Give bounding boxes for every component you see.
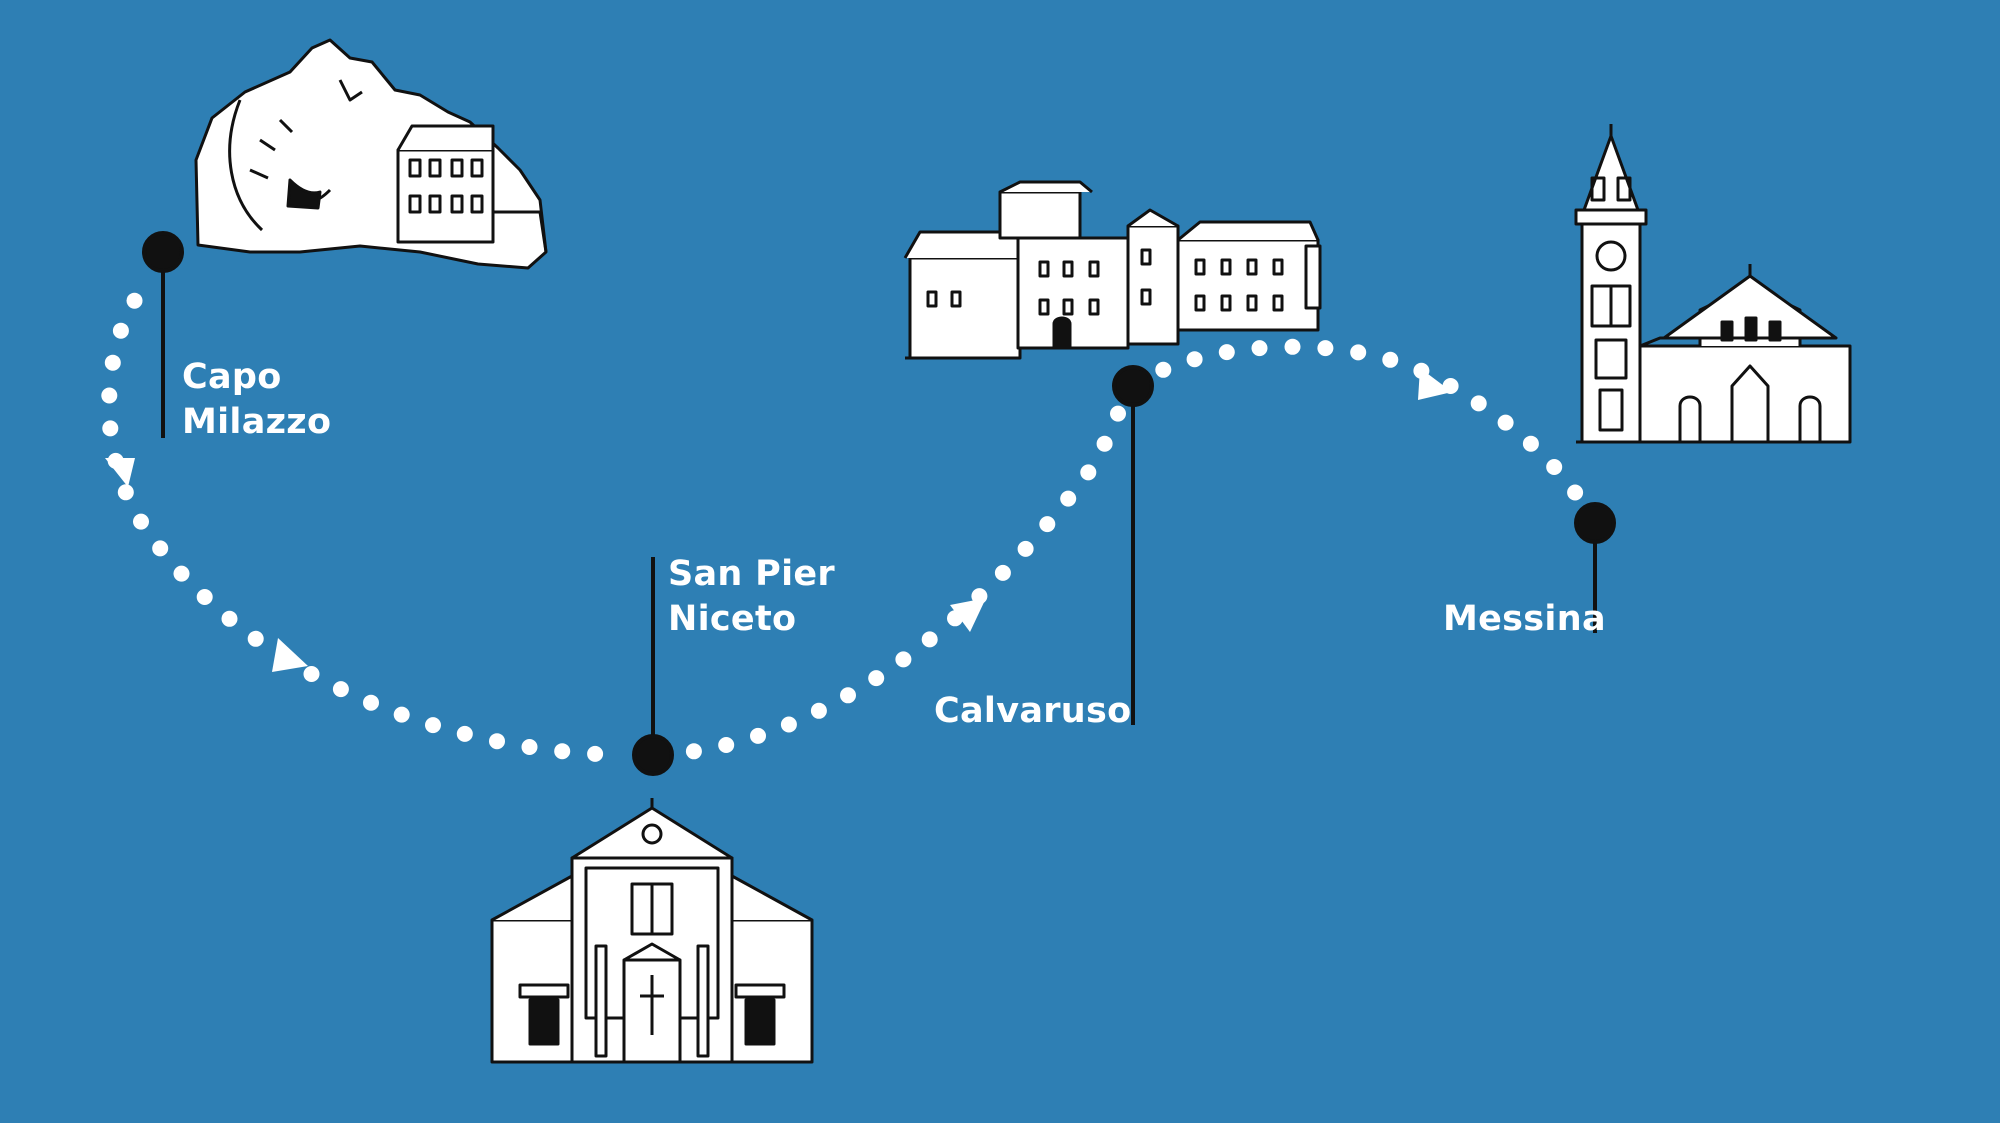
pin-dot-sanpier [632, 734, 674, 776]
stop-label-messina: Messina [1443, 597, 1606, 642]
route-dot [810, 702, 827, 719]
route-dot [1382, 351, 1399, 368]
route-dot [126, 292, 143, 309]
route-dot [1317, 340, 1334, 357]
route-dot [1470, 395, 1487, 412]
stop-label-line: Calvaruso [934, 691, 1132, 731]
route-dot [1251, 340, 1268, 357]
route-dot [332, 681, 349, 698]
route-dot [1497, 414, 1514, 431]
route-dot [587, 745, 604, 762]
route-dot [554, 743, 571, 760]
route-dot [1080, 464, 1097, 481]
route-dot [1155, 361, 1172, 378]
route-dot [117, 484, 134, 501]
route-dot [1017, 540, 1034, 557]
pin-dot-capo [142, 231, 184, 273]
route-dot [1110, 405, 1126, 422]
route-dot [112, 322, 129, 339]
route-dot [718, 737, 735, 753]
arrow-up-icon [105, 458, 135, 487]
route-dot [521, 739, 538, 755]
route-dot [221, 610, 238, 627]
stop-label-line: San Pier [668, 554, 835, 594]
route-dot [133, 513, 149, 530]
fortress-building-icon [903, 180, 1322, 360]
route-dot [1546, 459, 1563, 475]
route-dot [425, 717, 441, 734]
route-dot [489, 733, 505, 750]
arrow-up-right-icon [950, 598, 986, 632]
castle-rock-icon [194, 38, 548, 270]
stop-label-san-pier-niceto: San Pier Niceto [668, 552, 835, 642]
stop-label-capo-milazzo: Capo Milazzo [182, 355, 331, 445]
route-dot [1096, 435, 1113, 452]
route-dot [921, 631, 938, 648]
cathedral-bell-tower-icon [1574, 124, 1852, 444]
route-dot [1186, 351, 1203, 368]
route-dot [104, 354, 121, 371]
arrow-right-icon [1418, 368, 1452, 400]
route-dot [1522, 435, 1539, 452]
church-facade-icon [490, 798, 814, 1064]
route-dot [303, 666, 320, 682]
route-dot [456, 725, 473, 742]
stop-label-calvaruso: Calvaruso [934, 689, 1132, 734]
route-dot [393, 706, 410, 723]
stop-label-line: Messina [1443, 599, 1606, 639]
route-dot [840, 687, 856, 704]
stop-label-line: Niceto [668, 599, 797, 639]
route-dot [1060, 490, 1077, 507]
pin-dot-calvaruso [1112, 365, 1154, 407]
route-dot [868, 670, 885, 687]
route-dot [1567, 484, 1584, 501]
route-dot [102, 420, 119, 437]
arrow-right-icon [272, 638, 308, 672]
route-dot [780, 716, 797, 733]
route-dot [1218, 344, 1235, 361]
route-dot [994, 564, 1011, 581]
route-dot [247, 630, 264, 647]
route-dot [750, 727, 766, 744]
route-dot [1350, 344, 1367, 361]
route-dot [152, 540, 169, 557]
stop-label-line: Milazzo [182, 402, 332, 442]
route-dot [1039, 516, 1056, 533]
pin-dot-messina [1574, 502, 1616, 544]
route-dot [1284, 338, 1301, 355]
route-dot [196, 589, 213, 605]
pins [142, 231, 1616, 776]
route-dot [895, 651, 912, 668]
direction-arrows [105, 368, 1452, 672]
stop-label-line: Capo [182, 357, 282, 397]
route-dot [685, 743, 702, 760]
route-dot [363, 694, 379, 711]
route-dot [173, 565, 190, 582]
route-dot [101, 387, 118, 404]
